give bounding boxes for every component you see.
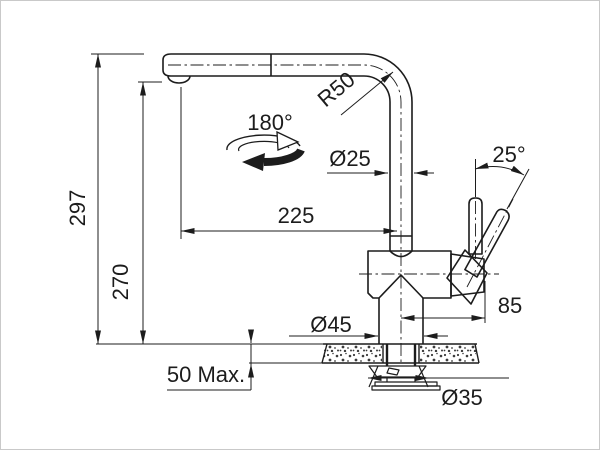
lever-tilted <box>464 208 510 278</box>
tilted-lever-centerline <box>466 198 514 288</box>
handle-pivot <box>446 249 488 305</box>
label-base-diameter: Ø45 <box>310 312 352 337</box>
spout-inner-edge <box>171 75 391 251</box>
spout-end-cap <box>162 53 172 77</box>
dim-25deg-arc <box>474 162 525 176</box>
label-max-deck-thickness: 50 Max. <box>167 362 245 387</box>
dimension-lines <box>95 54 525 381</box>
extension-lines <box>91 53 530 391</box>
mounting-screw-left <box>386 367 400 376</box>
spout-outer-edge <box>171 53 413 251</box>
label-total-height: 297 <box>65 190 90 227</box>
faucet-outline <box>162 53 510 344</box>
label-hole-diameter: Ø35 <box>441 385 483 410</box>
counter-stipple-right <box>420 345 476 362</box>
label-tube-diameter: Ø25 <box>329 146 371 171</box>
rotation-ring-band <box>263 148 305 167</box>
countertop <box>321 343 480 366</box>
mounting-base-plate <box>371 385 441 391</box>
label-handle-offset: 85 <box>498 293 522 318</box>
label-spout-reach: 225 <box>278 203 315 228</box>
tube-dome <box>389 250 413 258</box>
rotation-arrow-black <box>242 153 265 171</box>
label-lever-angle: 25° <box>492 142 525 167</box>
aerator-outlet <box>167 75 191 84</box>
faucet-body <box>367 250 452 299</box>
lever-vertical <box>468 197 483 255</box>
swivel-rotation-symbol <box>226 130 305 171</box>
ext-lever-angled <box>506 168 530 210</box>
dim-r50-leader <box>340 71 394 116</box>
counter-stipple-left <box>324 345 382 362</box>
rotation-arrow-white <box>276 130 300 151</box>
label-height-to-spout: 270 <box>108 264 133 301</box>
dimension-labels: 297 270 180° R50 Ø25 225 25° 85 Ø45 50 M… <box>65 67 526 410</box>
counter-right-end <box>474 343 480 364</box>
counter-left-end <box>321 343 328 364</box>
label-swivel-angle: 180° <box>247 110 293 135</box>
